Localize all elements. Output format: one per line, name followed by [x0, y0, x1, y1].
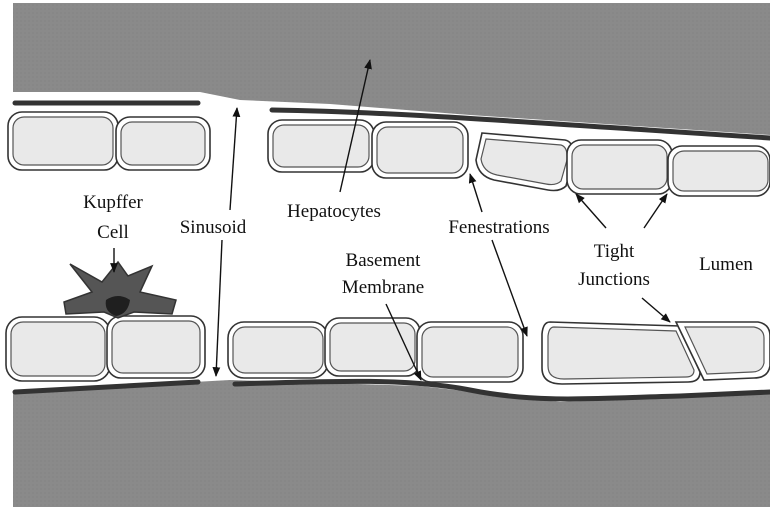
label-lumen: Lumen — [699, 254, 753, 275]
label-hepatocytes: Hepatocytes — [287, 201, 381, 222]
label-kupffer-line2: Cell — [97, 222, 129, 243]
endothelial-cells-bottom — [6, 316, 770, 384]
label-tight-line2: Junctions — [578, 269, 650, 290]
label-basement-line2: Membrane — [342, 277, 424, 298]
label-tight-line1: Tight — [594, 241, 635, 262]
label-kupffer-line1: Kupffer — [83, 192, 143, 213]
label-fenestrations: Fenestrations — [448, 217, 549, 238]
label-basement-line1: Basement — [346, 250, 422, 271]
label-sinusoid: Sinusoid — [180, 217, 247, 238]
